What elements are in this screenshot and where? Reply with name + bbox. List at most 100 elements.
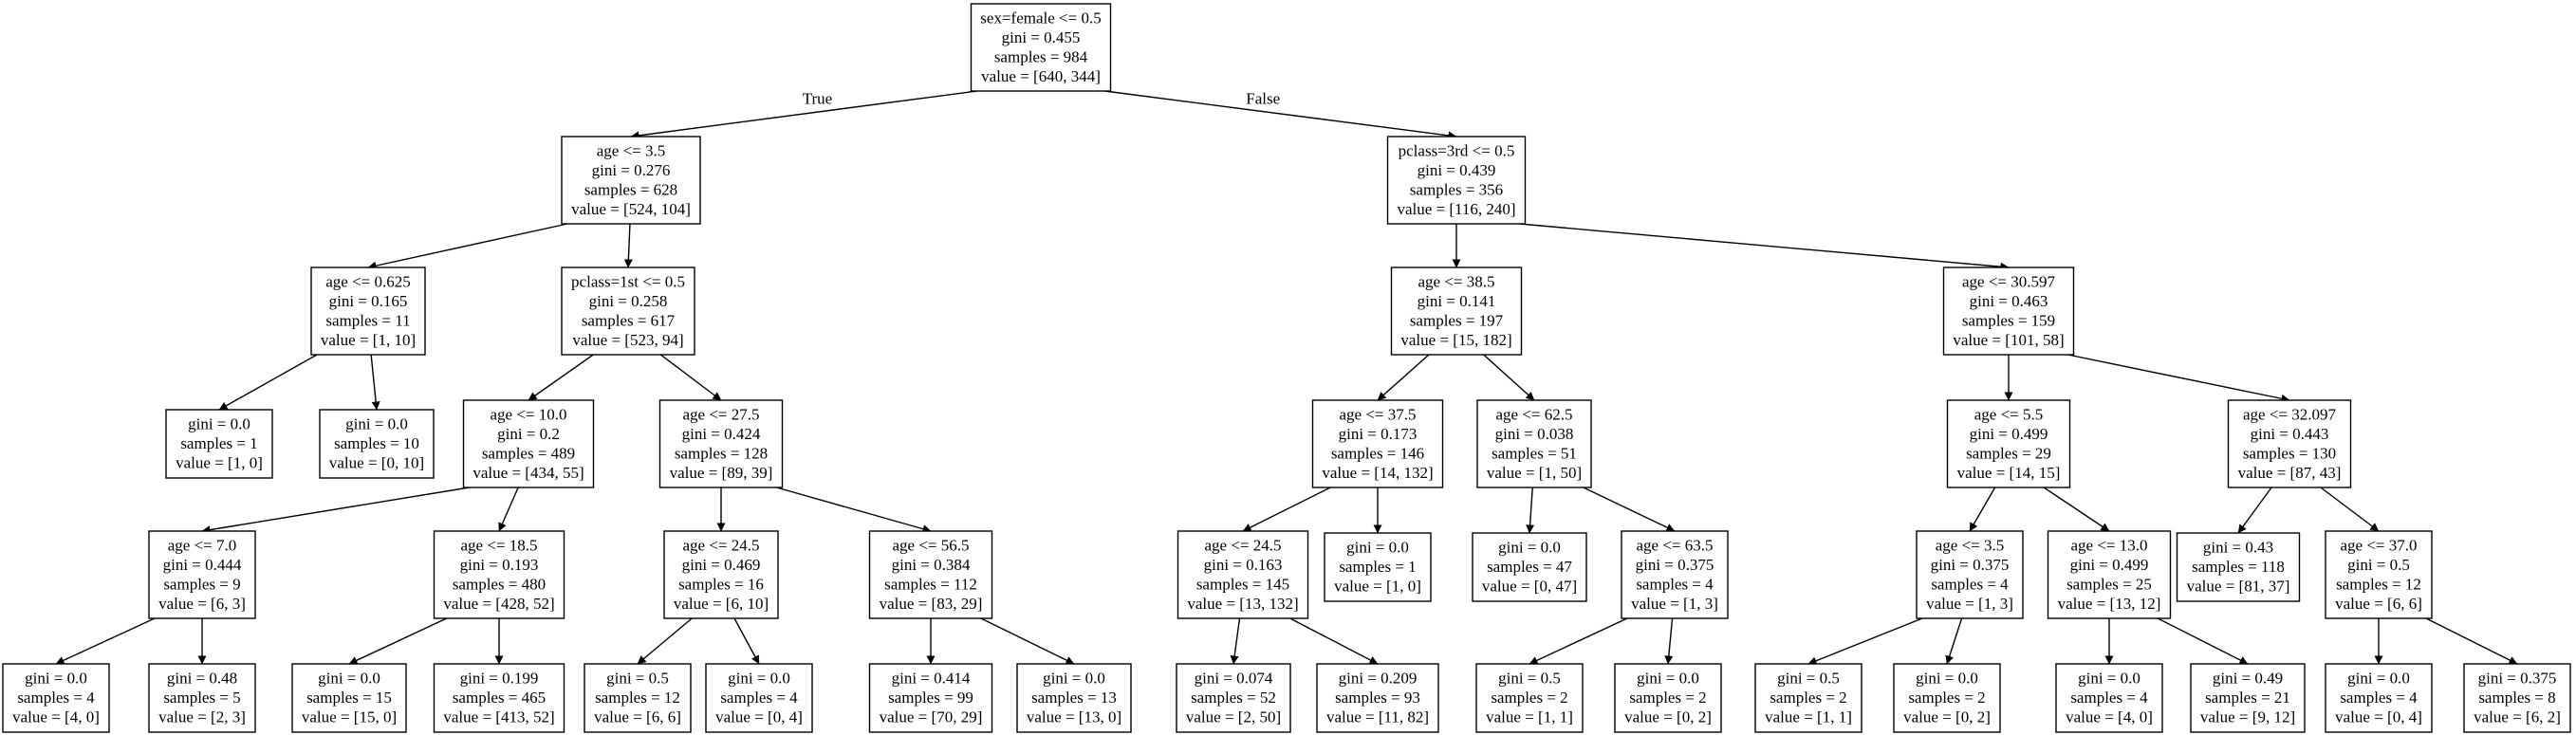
tree-node-box xyxy=(2325,530,2433,619)
tree-edge xyxy=(218,354,318,411)
tree-edge xyxy=(637,617,693,665)
tree-node-line: value = [1, 1] xyxy=(1765,708,1852,726)
tree-node-box xyxy=(1476,399,1592,488)
tree-node-line: gini = 0.439 xyxy=(1418,161,1496,179)
tree-node-line: samples = 2 xyxy=(1629,689,1706,707)
tree-node-line: value = [13, 132] xyxy=(1187,595,1298,613)
tree-node-line: age <= 62.5 xyxy=(1495,406,1572,424)
tree-node-line: age <= 0.625 xyxy=(325,273,411,291)
tree-node-line: value = [4, 0] xyxy=(12,708,100,726)
tree-edge xyxy=(1526,487,1535,534)
tree-node-line: value = [6, 3] xyxy=(158,595,246,613)
tree-node-line: gini = 0.5 xyxy=(1777,670,1840,688)
tree-node-line: samples = 4 xyxy=(1931,576,2009,594)
tree-node-line: value = [1, 0] xyxy=(176,454,263,472)
tree-node-line: value = [11, 82] xyxy=(1326,708,1429,726)
tree-node-line: value = [1, 0] xyxy=(1334,578,1421,596)
tree-node-line: samples = 128 xyxy=(675,445,768,463)
tree-edge xyxy=(1807,617,1923,666)
tree-node-box xyxy=(868,530,993,619)
tree-node-line: samples = 617 xyxy=(582,312,676,330)
tree-edge xyxy=(1230,617,1241,665)
tree-node-line: samples = 480 xyxy=(453,576,546,594)
tree-node-line: value = [87, 43] xyxy=(2238,464,2342,482)
tree-node-line: value = [70, 29] xyxy=(880,708,983,726)
tree-node-line: value = [1, 50] xyxy=(1487,464,1582,482)
tree-node-line: samples = 628 xyxy=(584,181,677,199)
tree-edge xyxy=(367,223,568,270)
tree-node-line: value = [14, 132] xyxy=(1322,464,1433,482)
tree-node-line: samples = 16 xyxy=(678,576,764,594)
tree-node-box xyxy=(1614,663,1722,733)
tree-node-box xyxy=(1390,266,1523,356)
tree-node-line: samples = 52 xyxy=(1191,689,1276,707)
tree-node-box xyxy=(561,266,695,356)
tree-node-line: value = [9, 12] xyxy=(2200,708,2295,726)
tree-edge-label: True xyxy=(803,90,833,108)
tree-edge xyxy=(2067,354,2290,403)
tree-node-line: gini = 0.193 xyxy=(460,556,539,574)
tree-node-line: value = [15, 0] xyxy=(302,708,397,726)
tree-node-line: value = [4, 0] xyxy=(2066,708,2153,726)
tree-node-line: samples = 2 xyxy=(1491,689,1567,707)
tree-edge xyxy=(1529,617,1628,665)
tree-node-box xyxy=(2190,663,2306,733)
tree-edge xyxy=(2043,487,2110,532)
tree-node-box xyxy=(1621,530,1729,619)
tree-node-box xyxy=(1754,663,1863,733)
tree-node-line: value = [101, 58] xyxy=(1953,331,2064,349)
tree-node-line: samples = 15 xyxy=(306,689,392,707)
tree-node-line: gini = 0.199 xyxy=(460,670,539,688)
tree-node-line: samples = 146 xyxy=(1331,445,1424,463)
tree-node-box xyxy=(165,409,273,479)
tree-node-line: samples = 12 xyxy=(2336,576,2421,594)
tree-node-line: samples = 4 xyxy=(2340,689,2418,707)
tree-node-line: gini = 0.455 xyxy=(1002,28,1081,46)
tree-node-line: samples = 47 xyxy=(1487,558,1572,576)
tree-node-line: sex=female <= 0.5 xyxy=(980,9,1101,28)
tree-node-line: samples = 8 xyxy=(2478,689,2555,707)
tree-node-line: samples = 4 xyxy=(1636,576,1714,594)
tree-node-line: value = [0, 4] xyxy=(2335,708,2422,726)
tree-edge xyxy=(1483,354,1535,401)
tree-node-line: gini = 0.0 xyxy=(345,415,408,433)
tree-node-line: age <= 37.0 xyxy=(2340,537,2417,555)
tree-node-line: samples = 4 xyxy=(720,689,798,707)
tree-node-line: samples = 145 xyxy=(1196,576,1289,594)
tree-node-line: pclass=1st <= 0.5 xyxy=(571,273,685,291)
tree-node-line: samples = 13 xyxy=(1031,689,1117,707)
tree-node-box xyxy=(2325,663,2433,733)
tree-node-line: gini = 0.141 xyxy=(1418,292,1496,310)
tree-node-line: value = [13, 12] xyxy=(2058,595,2161,613)
tree-node-box xyxy=(658,399,784,488)
tree-node-line: samples = 197 xyxy=(1410,312,1504,330)
tree-edge xyxy=(1377,354,1430,401)
tree-node-line: gini = 0.444 xyxy=(163,556,242,574)
tree-node-box xyxy=(1016,663,1132,733)
tree-node-line: samples = 1 xyxy=(1339,558,1416,576)
tree-node-line: value = [116, 240] xyxy=(1397,200,1515,218)
tree-node-line: pclass=3rd <= 0.5 xyxy=(1399,142,1515,160)
tree-node-box xyxy=(433,663,565,733)
tree-node-line: value = [1, 3] xyxy=(1631,595,1718,613)
tree-edge xyxy=(2425,617,2518,665)
tree-node-line: value = [0, 47] xyxy=(1482,578,1577,596)
tree-node-box xyxy=(1893,663,2001,733)
tree-node-box xyxy=(319,409,435,479)
tree-node-line: age <= 18.5 xyxy=(460,537,537,555)
tree-node-box xyxy=(1916,530,2024,619)
tree-node-line: gini = 0.5 xyxy=(2347,556,2410,574)
tree-node-line: gini = 0.5 xyxy=(1498,670,1561,688)
tree-node-line: value = [14, 15] xyxy=(1957,464,2061,482)
tree-edge-label: False xyxy=(1246,90,1280,108)
tree-node-line: value = [6, 10] xyxy=(674,595,769,613)
